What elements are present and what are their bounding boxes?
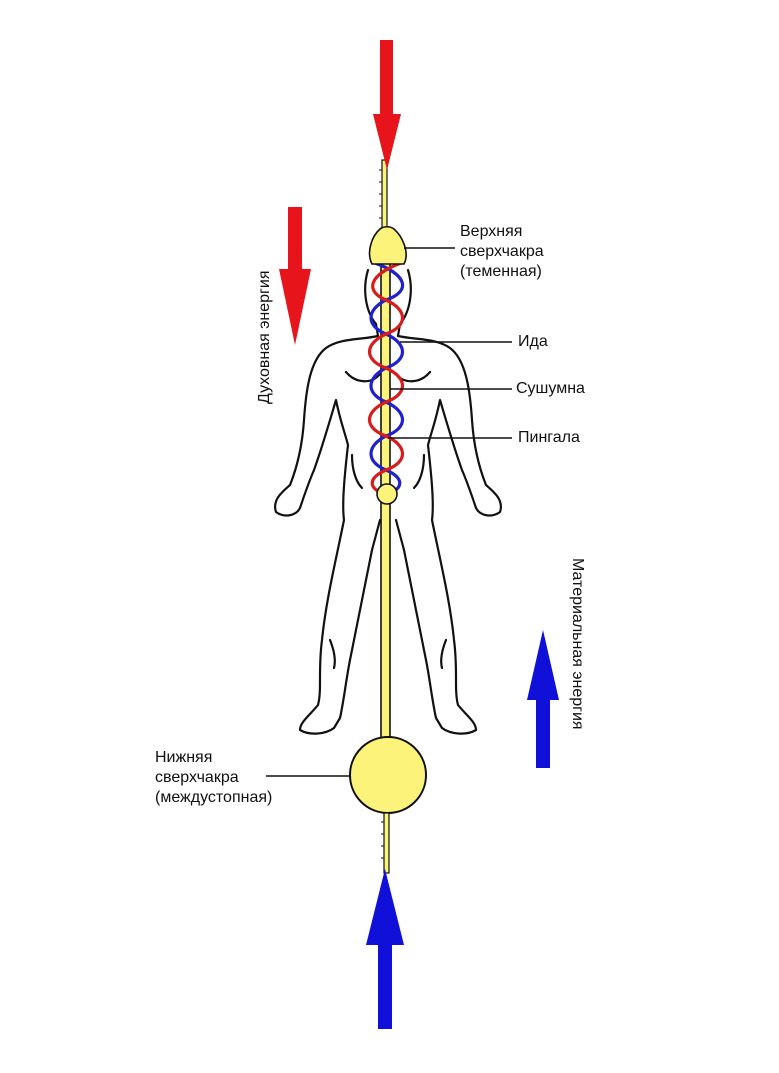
upper-chakra-label: Верхняя сверхчакра (теменная) xyxy=(460,222,544,282)
upper-chakra-label-line1: Верхняя xyxy=(460,223,523,240)
human-body-outline xyxy=(274,268,502,735)
pingala-channel xyxy=(367,260,406,496)
upper-chakra-label-line2: сверхчакра xyxy=(460,243,544,260)
leader-lines xyxy=(266,247,512,777)
base-chakra xyxy=(376,483,398,505)
lower-chakra-label-line1: Нижняя xyxy=(155,749,213,766)
lower-chakra-label: Нижняя сверхчакра (междустопная) xyxy=(155,748,272,808)
upper-chakra-label-line3: (теменная) xyxy=(460,263,542,280)
lower-chakra-label-line2: сверхчакра xyxy=(155,769,239,786)
ida-label: Ида xyxy=(518,333,548,350)
spiritual-energy-arrow xyxy=(279,207,311,345)
material-energy-label: Материальная энергия xyxy=(569,558,586,730)
material-energy-arrow xyxy=(527,630,559,768)
spiritual-energy-label: Духовная энергия xyxy=(256,270,273,404)
pingala-label: Пингала xyxy=(518,429,580,446)
lower-chakra xyxy=(349,736,427,814)
sushumna-label: Сушумна xyxy=(516,380,585,397)
bottom-blue-arrow xyxy=(366,869,404,1029)
upper-axis-stem xyxy=(379,159,388,233)
lower-chakra-label-line3: (междустопная) xyxy=(155,789,273,806)
lower-axis-stem xyxy=(381,812,390,874)
top-red-arrow xyxy=(373,40,401,170)
upper-chakra xyxy=(368,225,407,265)
